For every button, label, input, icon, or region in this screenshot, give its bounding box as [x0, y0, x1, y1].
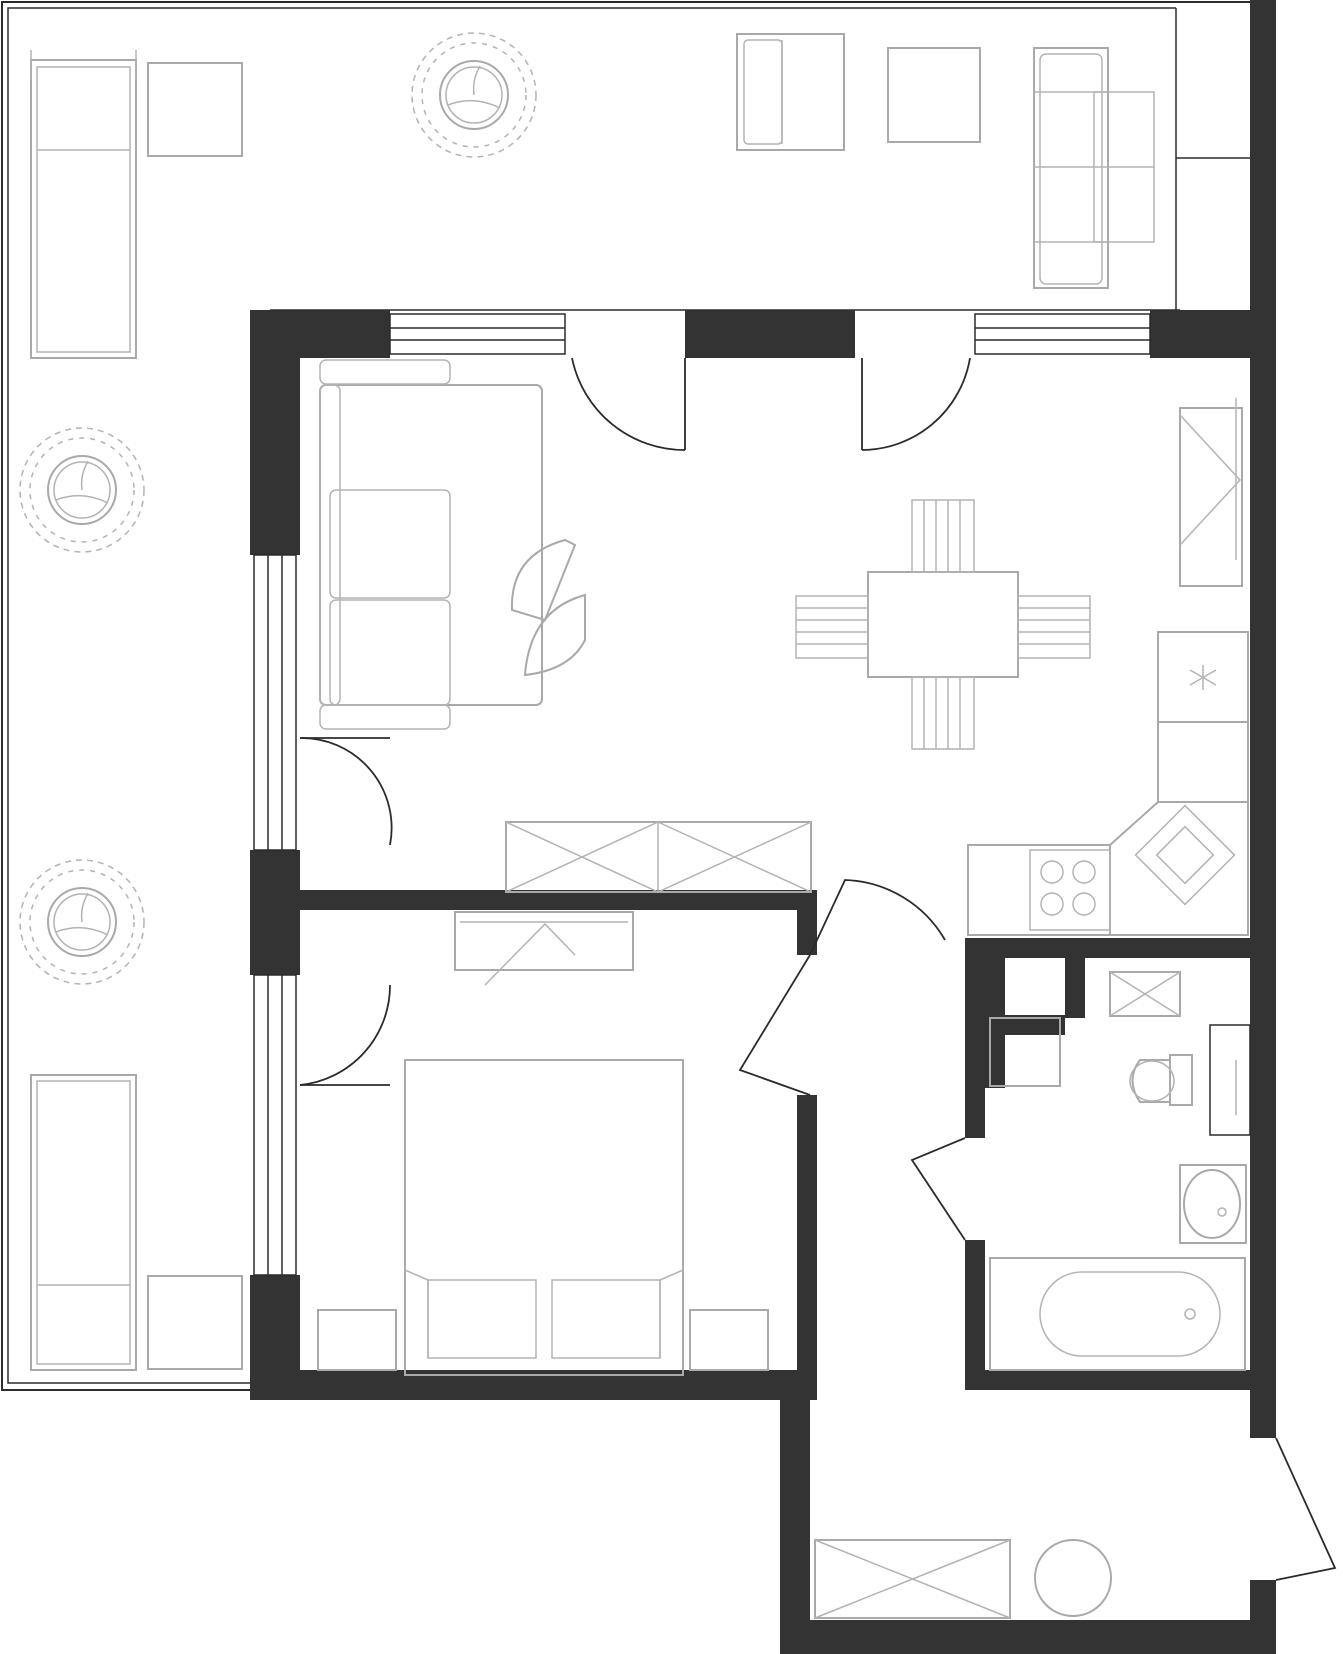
dining-set	[795, 499, 1091, 750]
terrace-table	[887, 47, 981, 143]
terrace-armchair	[736, 33, 845, 151]
toilet	[1129, 1054, 1193, 1106]
side-table-bottom	[147, 1275, 243, 1370]
sideboard	[505, 821, 812, 893]
nightstand-right	[689, 1309, 769, 1371]
shelf-box	[989, 1017, 1061, 1087]
living-furniture	[319, 359, 1249, 936]
terrace-sofa	[1033, 47, 1155, 289]
sink	[1179, 1164, 1247, 1244]
wardrobe-shelf	[454, 911, 634, 986]
plant-pot-2	[19, 427, 145, 553]
laundry-unit	[1109, 971, 1181, 1017]
doors	[299, 357, 1337, 1581]
wall-cabinet	[1179, 398, 1243, 587]
terrace-furniture	[19, 32, 1155, 1371]
side-table-top	[147, 62, 243, 157]
lounge-chair	[510, 538, 586, 677]
storage-shelf	[814, 1539, 1011, 1619]
plant-pot-1	[411, 32, 537, 158]
sofa	[319, 359, 543, 730]
sunbed-top	[30, 50, 137, 359]
storage-furniture	[814, 1539, 1112, 1619]
shower-panel	[1209, 1024, 1251, 1136]
windows	[253, 313, 1151, 1276]
bathroom-fixtures	[989, 971, 1251, 1371]
bathtub	[989, 1257, 1246, 1371]
kitchen	[967, 631, 1249, 936]
boiler	[1034, 1539, 1112, 1617]
bedroom-furniture	[317, 911, 769, 1376]
walls	[250, 0, 1276, 1654]
nightstand-left	[317, 1309, 397, 1371]
sunbed-bottom	[30, 1074, 137, 1371]
double-bed	[404, 1059, 684, 1376]
plant-pot-3	[19, 859, 145, 985]
terrace	[1, 1, 1250, 1391]
